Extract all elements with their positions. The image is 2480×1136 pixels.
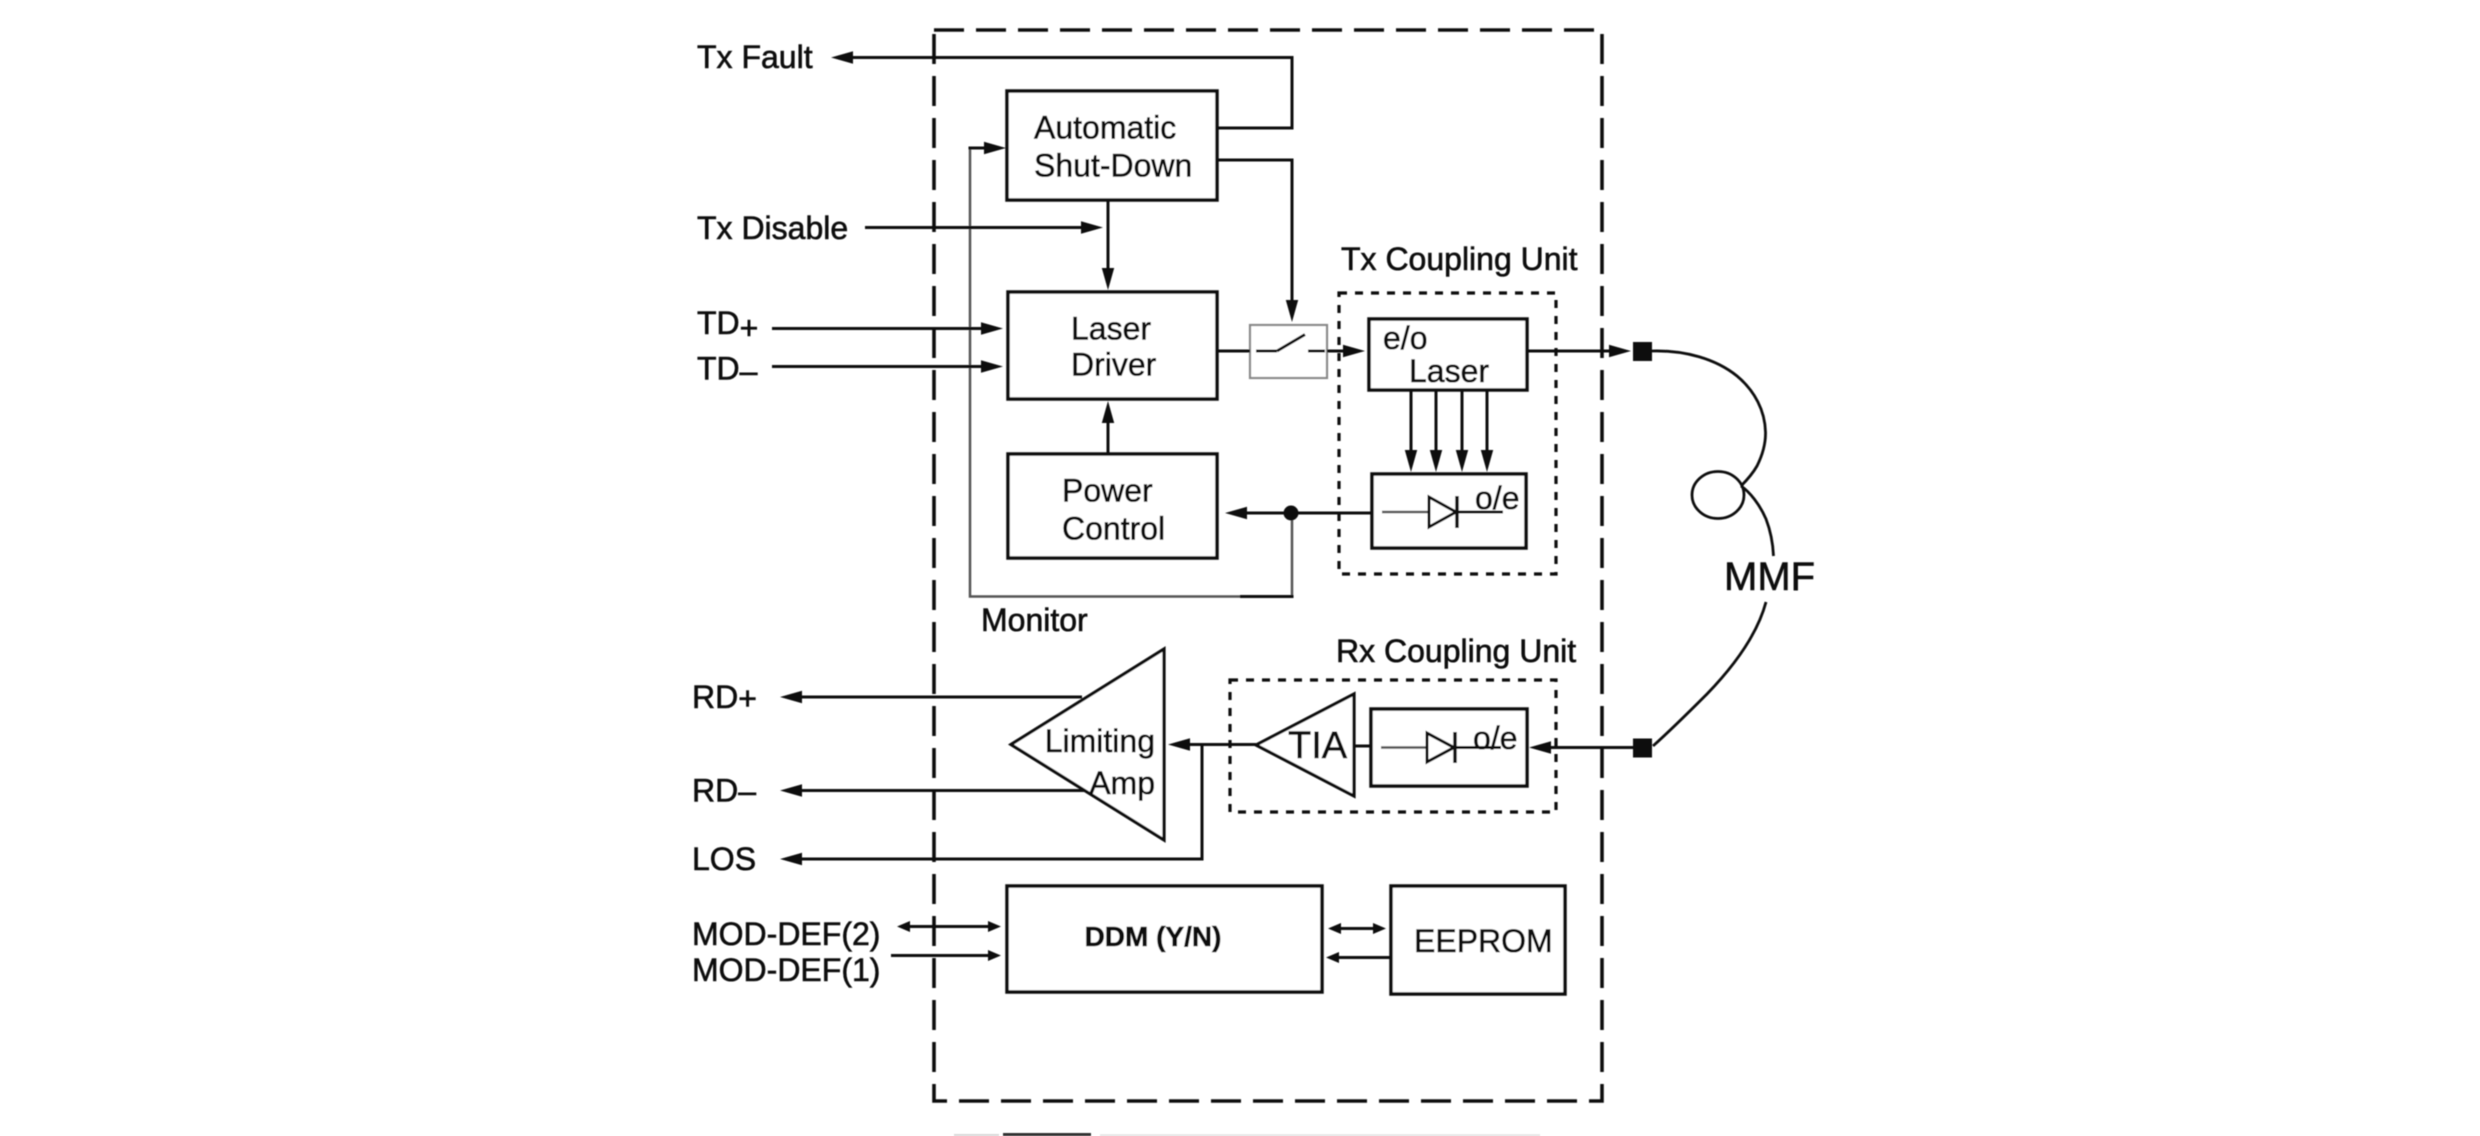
svg-text:TD+: TD+ <box>697 305 758 346</box>
svg-text:TIA: TIA <box>1288 725 1348 767</box>
svg-text:MOD-DEF(2): MOD-DEF(2) <box>692 916 880 952</box>
svg-text:Tx Coupling Unit: Tx Coupling Unit <box>1341 241 1578 277</box>
svg-text:e/o: e/o <box>1383 320 1427 356</box>
svg-text:Monitor: Monitor <box>981 602 1088 638</box>
svg-text:Laser: Laser <box>1409 353 1489 389</box>
svg-text:Tx Fault: Tx Fault <box>697 39 813 75</box>
svg-text:LOS: LOS <box>692 841 756 877</box>
svg-text:Amp: Amp <box>1089 765 1155 801</box>
svg-text:Control: Control <box>1062 511 1165 547</box>
svg-text:Power: Power <box>1062 473 1153 509</box>
svg-text:EEPROM: EEPROM <box>1414 923 1553 959</box>
svg-text:DDM (Y/N): DDM (Y/N) <box>1085 921 1222 952</box>
svg-text:TD–: TD– <box>697 351 758 390</box>
svg-text:Rx Coupling Unit: Rx Coupling Unit <box>1336 633 1576 669</box>
svg-text:Automatic: Automatic <box>1034 110 1176 146</box>
svg-text:Laser: Laser <box>1071 311 1151 347</box>
svg-text:Limiting: Limiting <box>1045 723 1155 759</box>
svg-text:Driver: Driver <box>1071 347 1157 383</box>
svg-text:Shut-Down: Shut-Down <box>1034 148 1192 184</box>
svg-text:o/e: o/e <box>1473 720 1517 756</box>
svg-text:MMF: MMF <box>1724 555 1815 599</box>
svg-text:Tx Disable: Tx Disable <box>697 210 848 246</box>
svg-text:RD–: RD– <box>692 773 756 810</box>
svg-text:RD+: RD+ <box>692 679 757 717</box>
svg-text:o/e: o/e <box>1475 480 1519 516</box>
svg-text:MOD-DEF(1): MOD-DEF(1) <box>692 952 880 988</box>
